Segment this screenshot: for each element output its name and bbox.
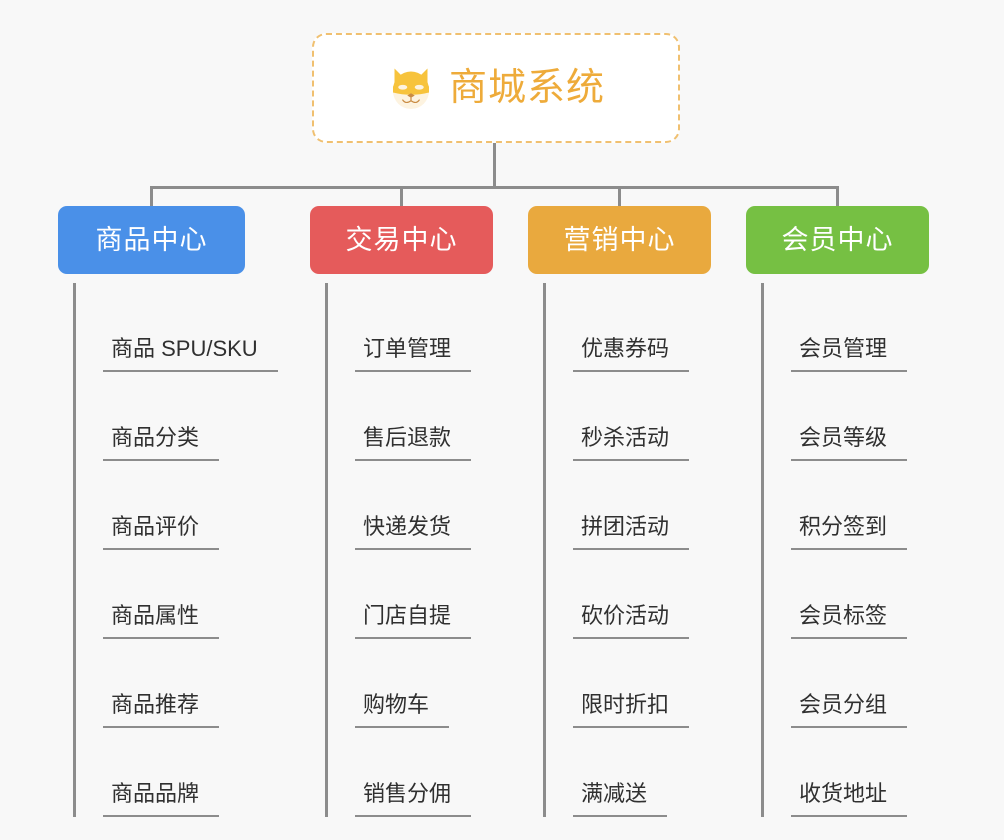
leaf-item[interactable]: 会员标签 [761, 550, 908, 639]
root-title: 商城系统 [448, 67, 605, 109]
leaf-item-label: 砍价活动 [573, 605, 690, 639]
leaf-item[interactable]: 秒杀活动 [543, 372, 690, 461]
leaf-spine [761, 283, 764, 817]
leaf-spine [543, 283, 546, 817]
category-box-marketing-center[interactable]: 营销中心 [528, 206, 711, 274]
category-box-trade-center[interactable]: 交易中心 [310, 206, 493, 274]
leaf-item[interactable]: 销售分佣 [325, 728, 472, 817]
leaf-item[interactable]: 会员等级 [761, 372, 908, 461]
leaf-item[interactable]: 订单管理 [325, 283, 472, 372]
leaf-item-label: 商品评价 [103, 516, 220, 550]
leaf-item[interactable]: 积分签到 [761, 461, 908, 550]
category-label: 商品中心 [95, 224, 208, 255]
leaf-item[interactable]: 会员管理 [761, 283, 908, 372]
leaf-item[interactable]: 商品评价 [73, 461, 220, 550]
leaf-item[interactable]: 优惠券码 [543, 283, 690, 372]
leaf-item-label: 售后退款 [355, 427, 472, 461]
leaf-item[interactable]: 购物车 [325, 639, 450, 728]
leaf-item-label: 快递发货 [355, 516, 472, 550]
leaf-item-label: 限时折扣 [573, 694, 690, 728]
leaf-item-label: 商品分类 [103, 427, 220, 461]
leaf-item-label: 商品属性 [103, 605, 220, 639]
leaf-item[interactable]: 收货地址 [761, 728, 908, 817]
leaf-item[interactable]: 售后退款 [325, 372, 472, 461]
connector-root-stem [492, 143, 496, 189]
leaf-item[interactable]: 快递发货 [325, 461, 472, 550]
leaf-item-label: 会员分组 [791, 694, 908, 728]
leaf-item-label: 收货地址 [791, 783, 908, 817]
leaf-item-label: 商品品牌 [103, 783, 220, 817]
leaf-item[interactable]: 商品推荐 [73, 639, 220, 728]
shiba-dog-emoji [392, 68, 429, 109]
leaf-item-label: 订单管理 [355, 338, 472, 372]
leaf-item-label: 优惠券码 [573, 338, 690, 372]
connector-horizontal-bus [150, 186, 839, 189]
leaf-item-label: 满减送 [573, 783, 668, 817]
category-label: 营销中心 [563, 224, 676, 255]
leaf-item-label: 积分签到 [791, 516, 908, 550]
leaf-item-label: 门店自提 [355, 605, 472, 639]
leaf-item-label: 秒杀活动 [573, 427, 690, 461]
leaf-item[interactable]: 商品品牌 [73, 728, 220, 817]
leaf-item[interactable]: 商品属性 [73, 550, 220, 639]
leaf-item-label: 商品推荐 [103, 694, 220, 728]
category-box-product-center[interactable]: 商品中心 [58, 206, 245, 274]
leaf-item[interactable]: 满减送 [543, 728, 668, 817]
category-label: 会员中心 [781, 224, 894, 255]
leaf-item[interactable]: 商品分类 [73, 372, 220, 461]
leaf-spine [325, 283, 328, 817]
connector-drop-marketing-center [618, 186, 621, 206]
leaf-item-label: 会员管理 [791, 338, 908, 372]
leaf-item[interactable]: 拼团活动 [543, 461, 690, 550]
root-node[interactable]: 商城系统 [312, 33, 680, 143]
connector-drop-member-center [836, 186, 839, 206]
leaf-item-label: 商品 SPU/SKU [103, 338, 278, 372]
connector-drop-product-center [150, 186, 153, 206]
leaf-item[interactable]: 门店自提 [325, 550, 472, 639]
leaf-item-label: 购物车 [355, 694, 450, 728]
category-box-member-center[interactable]: 会员中心 [746, 206, 929, 274]
leaf-item[interactable]: 砍价活动 [543, 550, 690, 639]
leaf-item[interactable]: 会员分组 [761, 639, 908, 728]
category-label: 交易中心 [345, 224, 458, 255]
connector-drop-trade-center [400, 186, 403, 206]
leaf-item-label: 销售分佣 [355, 783, 472, 817]
leaf-item-label: 拼团活动 [573, 516, 690, 550]
leaf-item[interactable]: 限时折扣 [543, 639, 690, 728]
leaf-spine [73, 283, 76, 817]
leaf-item-label: 会员标签 [791, 605, 908, 639]
leaf-item[interactable]: 商品 SPU/SKU [73, 283, 278, 372]
leaf-item-label: 会员等级 [791, 427, 908, 461]
